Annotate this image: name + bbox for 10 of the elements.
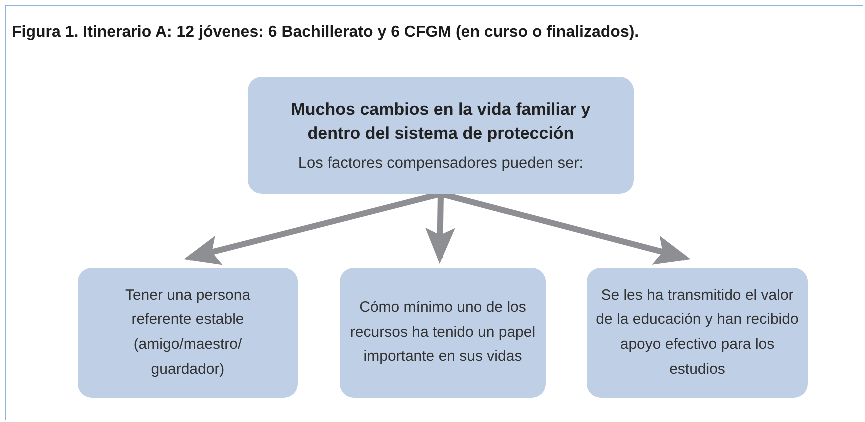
factor-box bbox=[340, 268, 546, 398]
factor-box bbox=[78, 268, 298, 398]
figure-title: Figura 1. Itinerario A: 12 jóvenes: 6 Bachillerato y 6 CFGM (en curso o finalizados). bbox=[12, 24, 640, 42]
box-text: Cómo mínimo uno de los recursos ha tenido un papel importante en sus vidas bbox=[350, 298, 536, 368]
box-text: Se les ha transmitido el valor de la educación y han recibido apoyo efectivo para los estudios bbox=[595, 286, 800, 380]
factor-box bbox=[587, 268, 808, 398]
box-text: Tener una persona referente estable (amigo/maestro/ guardador) bbox=[124, 286, 252, 380]
box-text: Los factores compensadores pueden ser: bbox=[298, 155, 584, 174]
heading-box bbox=[248, 77, 634, 194]
box-heading: Muchos cambios en la vida familiar y dentro del sistema de protección bbox=[290, 98, 592, 144]
